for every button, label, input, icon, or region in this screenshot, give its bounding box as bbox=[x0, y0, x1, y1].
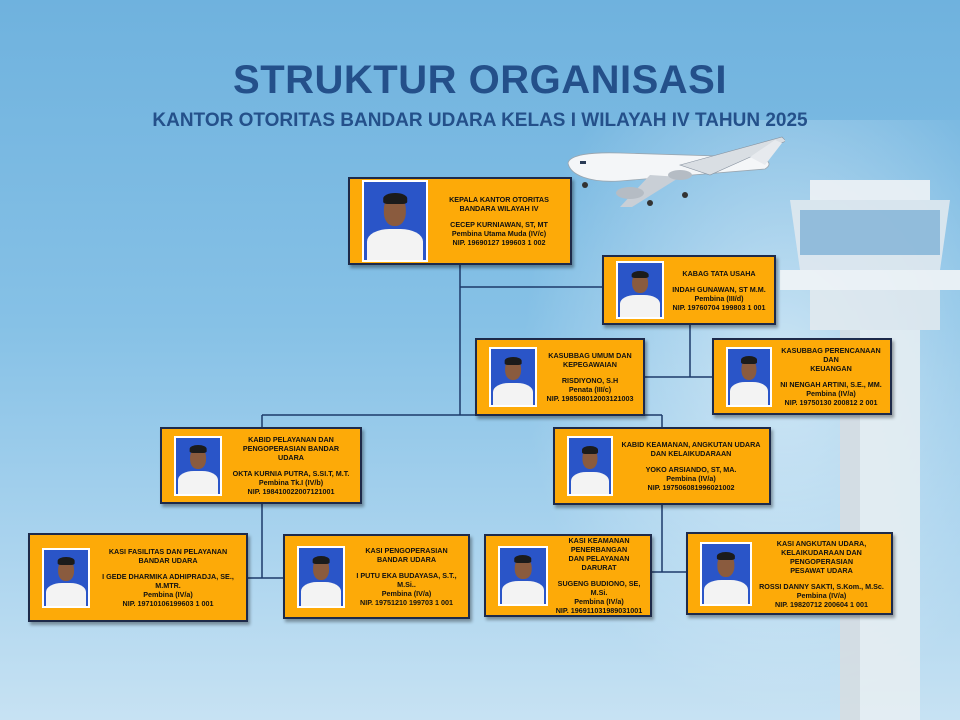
page-title: STRUKTUR ORGANISASI bbox=[233, 58, 727, 102]
official-rank: Penata (III/c) bbox=[568, 385, 612, 394]
card-text: KABAG TATA USAHA INDAH GUNAWAN, ST M.M.Pe… bbox=[664, 269, 774, 312]
card-text: KASI ANGKUTAN UDARA,KELAIKUDARAAN DAN PE… bbox=[752, 539, 891, 609]
page-subtitle: KANTOR OTORITAS BANDAR UDARA KELAS I WIL… bbox=[152, 110, 808, 131]
airplane-illustration bbox=[567, 136, 785, 207]
official-nip: NIP. 19690127 199603 1 002 bbox=[452, 238, 546, 247]
portrait-photo bbox=[567, 436, 613, 496]
official-name: CECEP KURNIAWAN, ST, MT bbox=[450, 220, 548, 229]
portrait-photo bbox=[297, 545, 345, 608]
position-title: BANDARA WILAYAH IV bbox=[459, 204, 539, 213]
position-title: DAN KELAIKUDARAAN bbox=[650, 449, 732, 458]
position-title: KASUBBAG PERENCANAAN DAN bbox=[781, 346, 881, 364]
position-title: KELAIKUDARAAN DAN PENGOPERASIAN bbox=[781, 547, 862, 566]
official-rank: Pembina (III/d) bbox=[694, 293, 744, 303]
official-nip: NIP. 19710106199603 1 001 bbox=[122, 599, 214, 608]
position-title: KEPALA KANTOR OTORITAS bbox=[449, 195, 549, 204]
position-title: PENGOPERASIAN BANDAR bbox=[242, 444, 340, 453]
official-rank: Pembina (IV/a) bbox=[143, 590, 193, 599]
official-rank: Pembina (IV/a) bbox=[574, 597, 624, 606]
official-rank: Pembina (IV/a) bbox=[666, 474, 716, 483]
position-title: KABID KEAMANAN, ANGKUTAN UDARA bbox=[621, 440, 761, 449]
position-title: BANDAR UDARA bbox=[138, 556, 198, 565]
portrait-photo bbox=[700, 541, 752, 606]
position-title: DAN PELAYANAN DARURAT bbox=[568, 554, 630, 572]
position-title: KEUANGAN bbox=[810, 364, 852, 373]
official-nip: NIP. 19751210 199703 1 001 bbox=[360, 598, 453, 607]
position-title: KEPEGAWAIAN bbox=[563, 360, 617, 369]
official-rank: Pembina (IV/a) bbox=[806, 389, 856, 398]
official-nip: NIP. 196911031989031001 bbox=[555, 606, 643, 615]
official-rank: Pembina (IV/a) bbox=[381, 589, 432, 598]
official-name: NI NENGAH ARTINI, S.E., MM. bbox=[780, 380, 882, 389]
official-name: OKTA KURNIA PUTRA, S.SI.T, M.T. bbox=[232, 469, 350, 478]
official-name: I GEDE DHARMIKA ADHIPRADJA, SE., M.MTR. bbox=[102, 572, 234, 590]
control-tower-illustration bbox=[780, 180, 960, 720]
portrait-photo bbox=[489, 347, 537, 407]
position-title: KASI ANGKUTAN UDARA, bbox=[776, 538, 867, 548]
position-title: PESAWAT UDARA bbox=[790, 565, 853, 575]
official-name: INDAH GUNAWAN, ST M.M. bbox=[672, 284, 766, 294]
official-rank: Pembina (IV/a) bbox=[796, 590, 847, 600]
official-nip: NIP. 198410022007121001 bbox=[247, 487, 335, 496]
position-title: KASUBBAG UMUM DAN bbox=[548, 351, 632, 360]
official-nip: NIP. 198508012003121003 bbox=[546, 394, 634, 403]
org-card-kabag-tu: KABAG TATA USAHA INDAH GUNAWAN, ST M.M.Pe… bbox=[602, 255, 776, 325]
official-name: YOKO ARSIANDO, ST, MA. bbox=[645, 465, 737, 474]
official-rank: Pembina Tk.I (IV/b) bbox=[258, 478, 324, 487]
position-title: KASI KEAMANAN bbox=[568, 536, 630, 545]
position-title: KABID PELAYANAN DAN bbox=[248, 435, 334, 444]
position-title: UDARA bbox=[278, 453, 304, 462]
position-title: BANDAR UDARA bbox=[376, 555, 437, 564]
portrait-photo bbox=[498, 545, 548, 606]
official-nip: NIP. 197506081996021002 bbox=[647, 483, 735, 492]
official-rank: Pembina Utama Muda (IV/c) bbox=[451, 229, 547, 238]
official-nip: NIP. 19750130 200812 2 001 bbox=[784, 398, 878, 407]
portrait-photo bbox=[42, 547, 90, 608]
official-name: ROSSI DANNY SAKTI, S.Kom., M.Sc. bbox=[759, 581, 884, 591]
official-name: SUGENG BUDIONO, SE, M.Si. bbox=[557, 579, 641, 597]
position-title: PENERBANGAN bbox=[570, 545, 628, 554]
official-nip: NIP. 19820712 200604 1 001 bbox=[775, 599, 868, 609]
official-nip: NIP. 19760704 199803 1 001 bbox=[672, 302, 766, 312]
portrait-photo bbox=[362, 180, 428, 262]
official-name: I PUTU EKA BUDAYASA, S.T., M.Si.. bbox=[356, 571, 457, 589]
portrait-photo bbox=[616, 261, 664, 319]
position-title: KABAG TATA USAHA bbox=[682, 268, 756, 278]
official-name: RISDIYONO, S.H bbox=[561, 376, 619, 385]
position-title: KASI PENGOPERASIAN bbox=[365, 546, 448, 555]
portrait-photo bbox=[726, 346, 772, 407]
position-title: KASI FASILITAS DAN PELAYANAN bbox=[108, 547, 228, 556]
org-card-kasi-angkutan: KASI ANGKUTAN UDARA,KELAIKUDARAAN DAN PE… bbox=[686, 532, 893, 615]
portrait-photo bbox=[174, 435, 222, 496]
